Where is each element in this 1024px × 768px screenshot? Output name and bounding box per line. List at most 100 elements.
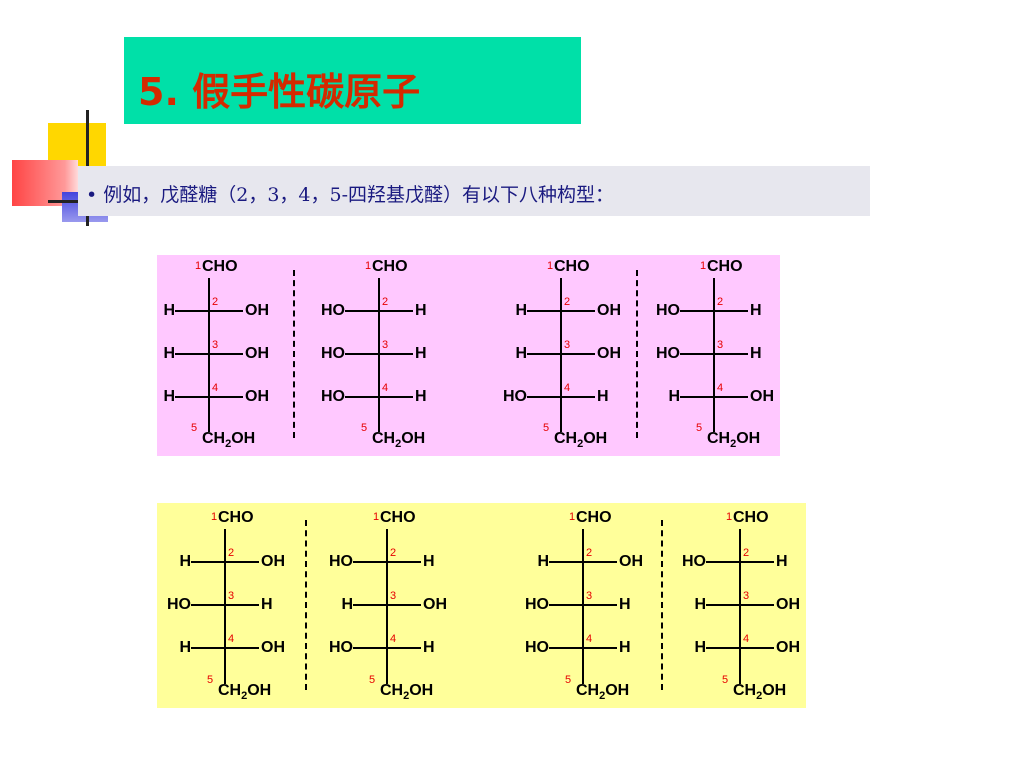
carbon-number: 3 bbox=[743, 590, 750, 602]
hydroxymethyl-group: CH2OH bbox=[554, 430, 607, 453]
left-substituent: H bbox=[163, 388, 175, 405]
right-substituent: H bbox=[750, 302, 762, 319]
right-substituent: H bbox=[750, 345, 762, 362]
aldehyde-group: CHO bbox=[372, 258, 408, 275]
fischer-horizontal-bond bbox=[706, 561, 774, 563]
right-substituent: OH bbox=[423, 596, 447, 613]
carbon-number: 2 bbox=[382, 296, 389, 308]
left-substituent: H bbox=[515, 345, 527, 362]
carbon-number: 1 bbox=[365, 260, 372, 272]
left-substituent: HO bbox=[329, 553, 353, 570]
fischer-vertical-bond bbox=[224, 529, 226, 684]
fischer-vertical-bond bbox=[582, 529, 584, 684]
ch2oh-part: OH bbox=[762, 682, 787, 699]
left-substituent: H bbox=[179, 639, 191, 656]
right-substituent: OH bbox=[597, 345, 621, 362]
ch2oh-part: CH bbox=[372, 430, 396, 447]
right-substituent: OH bbox=[597, 302, 621, 319]
fischer-horizontal-bond bbox=[175, 353, 243, 355]
right-substituent: H bbox=[597, 388, 609, 405]
dashed-separator bbox=[293, 270, 295, 438]
ch2oh-part: CH bbox=[202, 430, 226, 447]
carbon-number: 3 bbox=[390, 590, 397, 602]
carbon-number: 3 bbox=[382, 339, 389, 351]
fischer-horizontal-bond bbox=[345, 310, 413, 312]
carbon-number: 1 bbox=[211, 511, 218, 523]
left-substituent: HO bbox=[321, 302, 345, 319]
ch2oh-part: OH bbox=[401, 430, 426, 447]
fischer-horizontal-bond bbox=[191, 647, 259, 649]
hydroxymethyl-group: CH2OH bbox=[576, 682, 629, 705]
ch2oh-part: CH bbox=[733, 682, 757, 699]
right-substituent: OH bbox=[750, 388, 774, 405]
aldehyde-group: CHO bbox=[576, 509, 612, 526]
ch2oh-part: CH bbox=[707, 430, 731, 447]
left-substituent: HO bbox=[525, 639, 549, 656]
fischer-horizontal-bond bbox=[175, 396, 243, 398]
title-box: 5. 假手性碳原子 bbox=[124, 37, 581, 124]
carbon-number: 2 bbox=[586, 547, 593, 559]
fischer-vertical-bond bbox=[386, 529, 388, 684]
right-substituent: OH bbox=[776, 639, 800, 656]
left-substituent: H bbox=[341, 596, 353, 613]
carbon-number: 2 bbox=[212, 296, 219, 308]
fischer-horizontal-bond bbox=[527, 310, 595, 312]
dashed-separator bbox=[636, 270, 638, 438]
right-substituent: H bbox=[261, 596, 273, 613]
carbon-number: 5 bbox=[191, 422, 198, 434]
bullet-bar bbox=[78, 166, 870, 216]
ch2oh-part: CH bbox=[218, 682, 242, 699]
ch2oh-subscript: 2 bbox=[403, 690, 410, 703]
fischer-horizontal-bond bbox=[706, 647, 774, 649]
left-substituent: H bbox=[694, 596, 706, 613]
fischer-horizontal-bond bbox=[549, 647, 617, 649]
left-substituent: HO bbox=[321, 388, 345, 405]
right-substituent: H bbox=[415, 345, 427, 362]
ch2oh-subscript: 2 bbox=[395, 438, 402, 451]
hydroxymethyl-group: CH2OH bbox=[733, 682, 786, 705]
dashed-separator bbox=[661, 520, 663, 690]
carbon-number: 1 bbox=[547, 260, 554, 272]
fischer-horizontal-bond bbox=[353, 647, 421, 649]
carbon-number: 4 bbox=[564, 382, 571, 394]
fischer-horizontal-bond bbox=[706, 604, 774, 606]
hydroxymethyl-group: CH2OH bbox=[202, 430, 255, 453]
fischer-horizontal-bond bbox=[353, 561, 421, 563]
left-substituent: HO bbox=[525, 596, 549, 613]
right-substituent: H bbox=[619, 596, 631, 613]
left-substituent: H bbox=[163, 345, 175, 362]
right-substituent: OH bbox=[245, 302, 269, 319]
fischer-horizontal-bond bbox=[680, 353, 748, 355]
fischer-horizontal-bond bbox=[345, 396, 413, 398]
left-substituent: HO bbox=[656, 302, 680, 319]
aldehyde-group: CHO bbox=[707, 258, 743, 275]
ch2oh-part: OH bbox=[231, 430, 256, 447]
ch2oh-part: OH bbox=[247, 682, 272, 699]
fischer-vertical-bond bbox=[739, 529, 741, 684]
fischer-horizontal-bond bbox=[549, 561, 617, 563]
bullet-text: • 例如，戊醛糖（2，3，4，5-四羟基戊醛）有以下八种构型： bbox=[86, 184, 615, 206]
slide-title: 5. 假手性碳原子 bbox=[138, 70, 421, 114]
right-substituent: H bbox=[619, 639, 631, 656]
carbon-number: 1 bbox=[373, 511, 380, 523]
carbon-number: 3 bbox=[228, 590, 235, 602]
ch2oh-part: CH bbox=[554, 430, 578, 447]
aldehyde-group: CHO bbox=[202, 258, 238, 275]
carbon-number: 4 bbox=[743, 633, 750, 645]
carbon-number: 5 bbox=[369, 674, 376, 686]
carbon-number: 3 bbox=[586, 590, 593, 602]
fischer-horizontal-bond bbox=[680, 396, 748, 398]
aldehyde-group: CHO bbox=[380, 509, 416, 526]
right-substituent: H bbox=[776, 553, 788, 570]
fischer-vertical-bond bbox=[208, 278, 210, 432]
right-substituent: OH bbox=[245, 345, 269, 362]
right-substituent: OH bbox=[245, 388, 269, 405]
fischer-horizontal-bond bbox=[191, 561, 259, 563]
fischer-horizontal-bond bbox=[191, 604, 259, 606]
fischer-vertical-bond bbox=[713, 278, 715, 432]
ch2oh-part: CH bbox=[380, 682, 404, 699]
hydroxymethyl-group: CH2OH bbox=[707, 430, 760, 453]
left-substituent: HO bbox=[329, 639, 353, 656]
pink-panel bbox=[157, 255, 780, 456]
ch2oh-subscript: 2 bbox=[756, 690, 763, 703]
